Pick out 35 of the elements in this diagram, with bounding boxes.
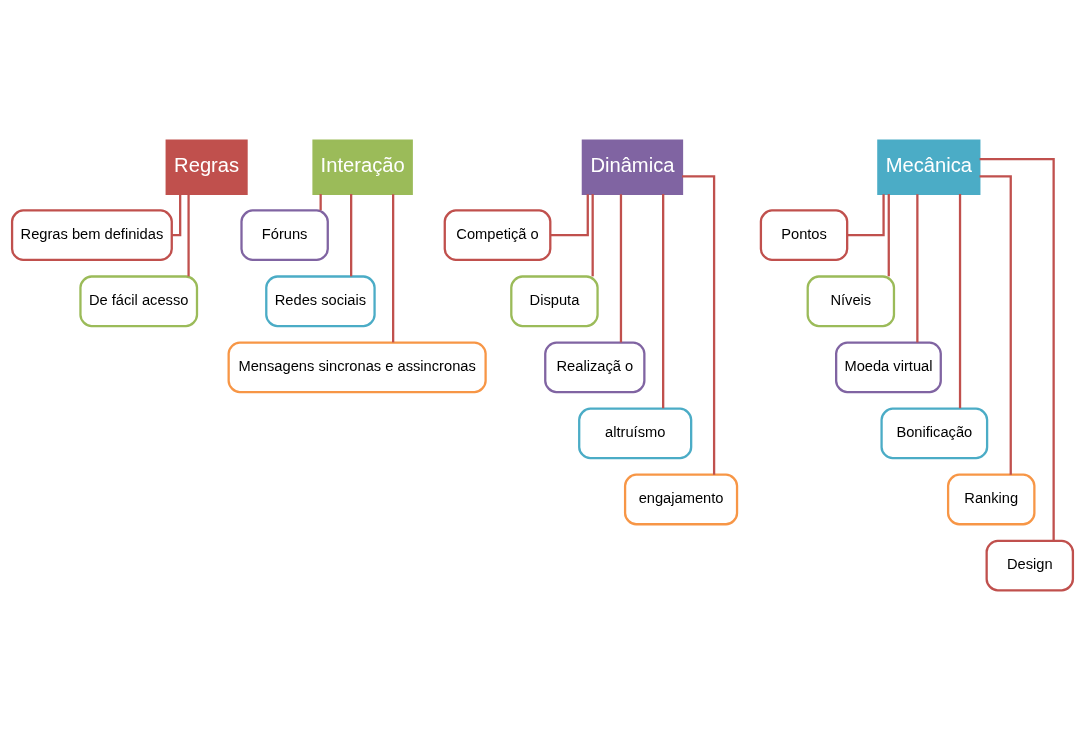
- node-box: Pontos: [759, 209, 849, 262]
- connector: [887, 194, 890, 277]
- connector: [187, 194, 190, 277]
- connector: [682, 175, 716, 475]
- node-box: Competiçã o: [443, 209, 552, 262]
- node-box: Realizaçã o: [544, 341, 646, 394]
- node-box: Regras: [165, 139, 248, 196]
- node-box: Mecânica: [877, 139, 981, 196]
- connector: [550, 194, 589, 237]
- connector: [662, 194, 665, 409]
- connector: [979, 175, 1012, 475]
- connector: [958, 194, 962, 409]
- node-box: Ranking: [946, 473, 1036, 526]
- connector: [619, 194, 623, 343]
- node-box: Moeda virtual: [835, 341, 942, 394]
- node-box: De fácil acesso: [79, 275, 199, 328]
- connector: [847, 194, 885, 237]
- connector: [350, 194, 353, 277]
- connector: [916, 194, 919, 343]
- connector: [172, 194, 182, 237]
- node-box: Fóruns: [240, 209, 329, 262]
- connector: [591, 194, 594, 277]
- node-box: Níveis: [806, 275, 896, 328]
- node-box: engajamento: [623, 473, 739, 526]
- node-box: Dinâmica: [581, 139, 684, 196]
- node-box: Interação: [312, 139, 413, 196]
- node-box: Redes sociais: [265, 275, 376, 328]
- node-box: Mensagens sincronas e assincronas: [227, 341, 487, 394]
- node-box: Bonificação: [880, 407, 989, 460]
- node-box: Regras bem definidas: [10, 209, 173, 262]
- connector: [979, 157, 1055, 541]
- node-box: Design: [985, 539, 1075, 592]
- node-box: Disputa: [510, 275, 599, 328]
- node-box: altruísmo: [578, 407, 693, 460]
- connector: [392, 194, 395, 343]
